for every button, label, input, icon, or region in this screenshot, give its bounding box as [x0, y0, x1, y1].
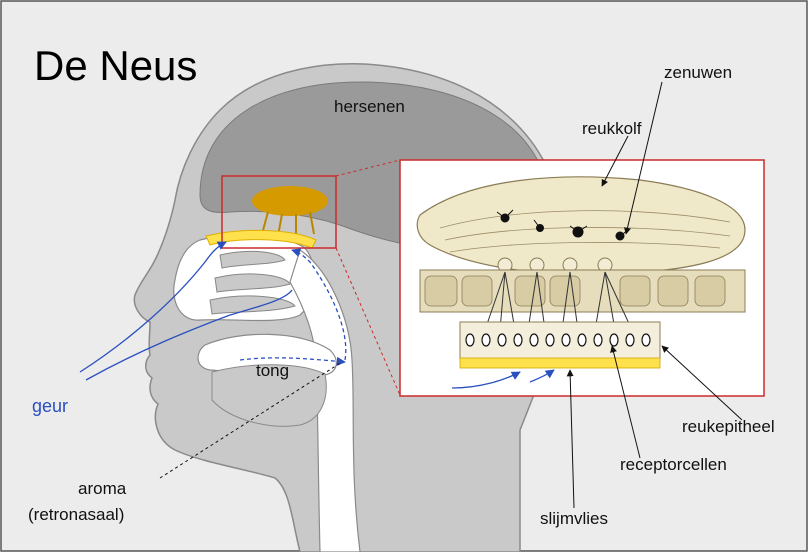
receptor-cell: [642, 334, 650, 346]
label-retronasaal: (retronasaal): [28, 505, 124, 524]
receptor-cell: [482, 334, 490, 346]
zoom-panel: [400, 160, 764, 396]
receptor-cell: [498, 334, 506, 346]
label-receptorcellen: receptorcellen: [620, 455, 727, 474]
receptor-cell: [514, 334, 522, 346]
label-reukkolf: reukkolf: [582, 119, 642, 138]
label-slijmvlies: slijmvlies: [540, 509, 608, 528]
receptor-cell: [578, 334, 586, 346]
page-title: De Neus: [34, 42, 197, 89]
bone-segments: [425, 276, 725, 306]
label-reukepitheel: reukepitheel: [682, 417, 775, 436]
receptor-cell: [594, 334, 602, 346]
label-tong: tong: [256, 361, 289, 380]
receptor-cell: [562, 334, 570, 346]
receptor-cell: [546, 334, 554, 346]
receptor-cell: [466, 334, 474, 346]
label-hersenen: hersenen: [334, 97, 405, 116]
receptor-cell: [626, 334, 634, 346]
label-aroma: aroma: [78, 479, 127, 498]
olfactory-bulb-large: [417, 177, 745, 274]
receptor-cell: [610, 334, 618, 346]
mucus-layer: [460, 358, 660, 368]
olfactory-bulb-small: [252, 186, 328, 216]
receptor-cell: [530, 334, 538, 346]
label-geur: geur: [32, 396, 68, 416]
label-zenuwen: zenuwen: [664, 63, 732, 82]
